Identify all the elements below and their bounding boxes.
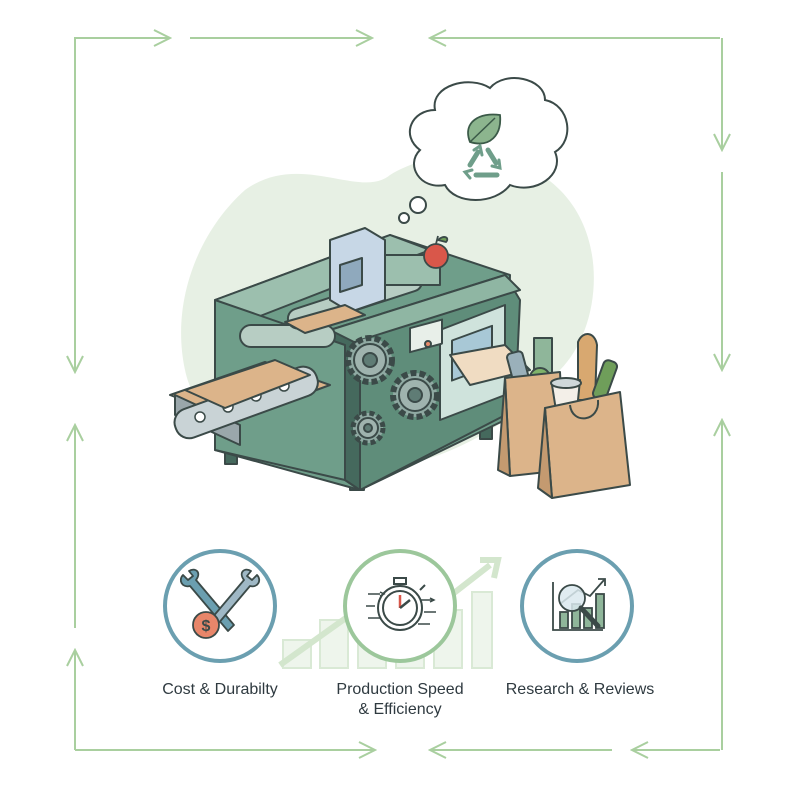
factor-label-research: Research & Reviews	[480, 680, 680, 700]
leaf-icon	[467, 113, 502, 145]
magnifier-chart-icon	[552, 578, 606, 631]
stopwatch-icon	[366, 577, 436, 631]
recycle-icon	[462, 143, 502, 180]
thought-dot	[398, 212, 410, 224]
grocery-bags	[497, 333, 631, 499]
frame-arrows	[75, 38, 722, 750]
factor-label-cost: Cost & Durabilty	[130, 680, 310, 700]
research-reviews-icon-circle	[520, 549, 634, 663]
apple-icon	[423, 235, 449, 269]
factor-label-line: Cost & Durabilty	[162, 681, 278, 698]
thought-dot	[409, 196, 427, 214]
gear-icon	[345, 335, 395, 385]
gear-icon	[390, 370, 440, 420]
gear-icon	[350, 410, 386, 446]
svg-text:$: $	[202, 618, 211, 635]
flow-arrow	[74, 38, 170, 365]
production-speed-icon-circle	[343, 549, 457, 663]
cost-durability-icon-circle: $	[163, 549, 277, 663]
factor-label-speed: Production Speed & Efficiency	[300, 680, 500, 720]
wrench-icon	[179, 568, 261, 632]
factor-label-line: Production Speed	[336, 681, 464, 698]
factor-label-line: Research & Reviews	[505, 681, 655, 698]
thought-bubble	[398, 77, 569, 224]
dollar-coin-icon: $	[192, 611, 220, 639]
factor-label-line: & Efficiency	[358, 701, 442, 718]
